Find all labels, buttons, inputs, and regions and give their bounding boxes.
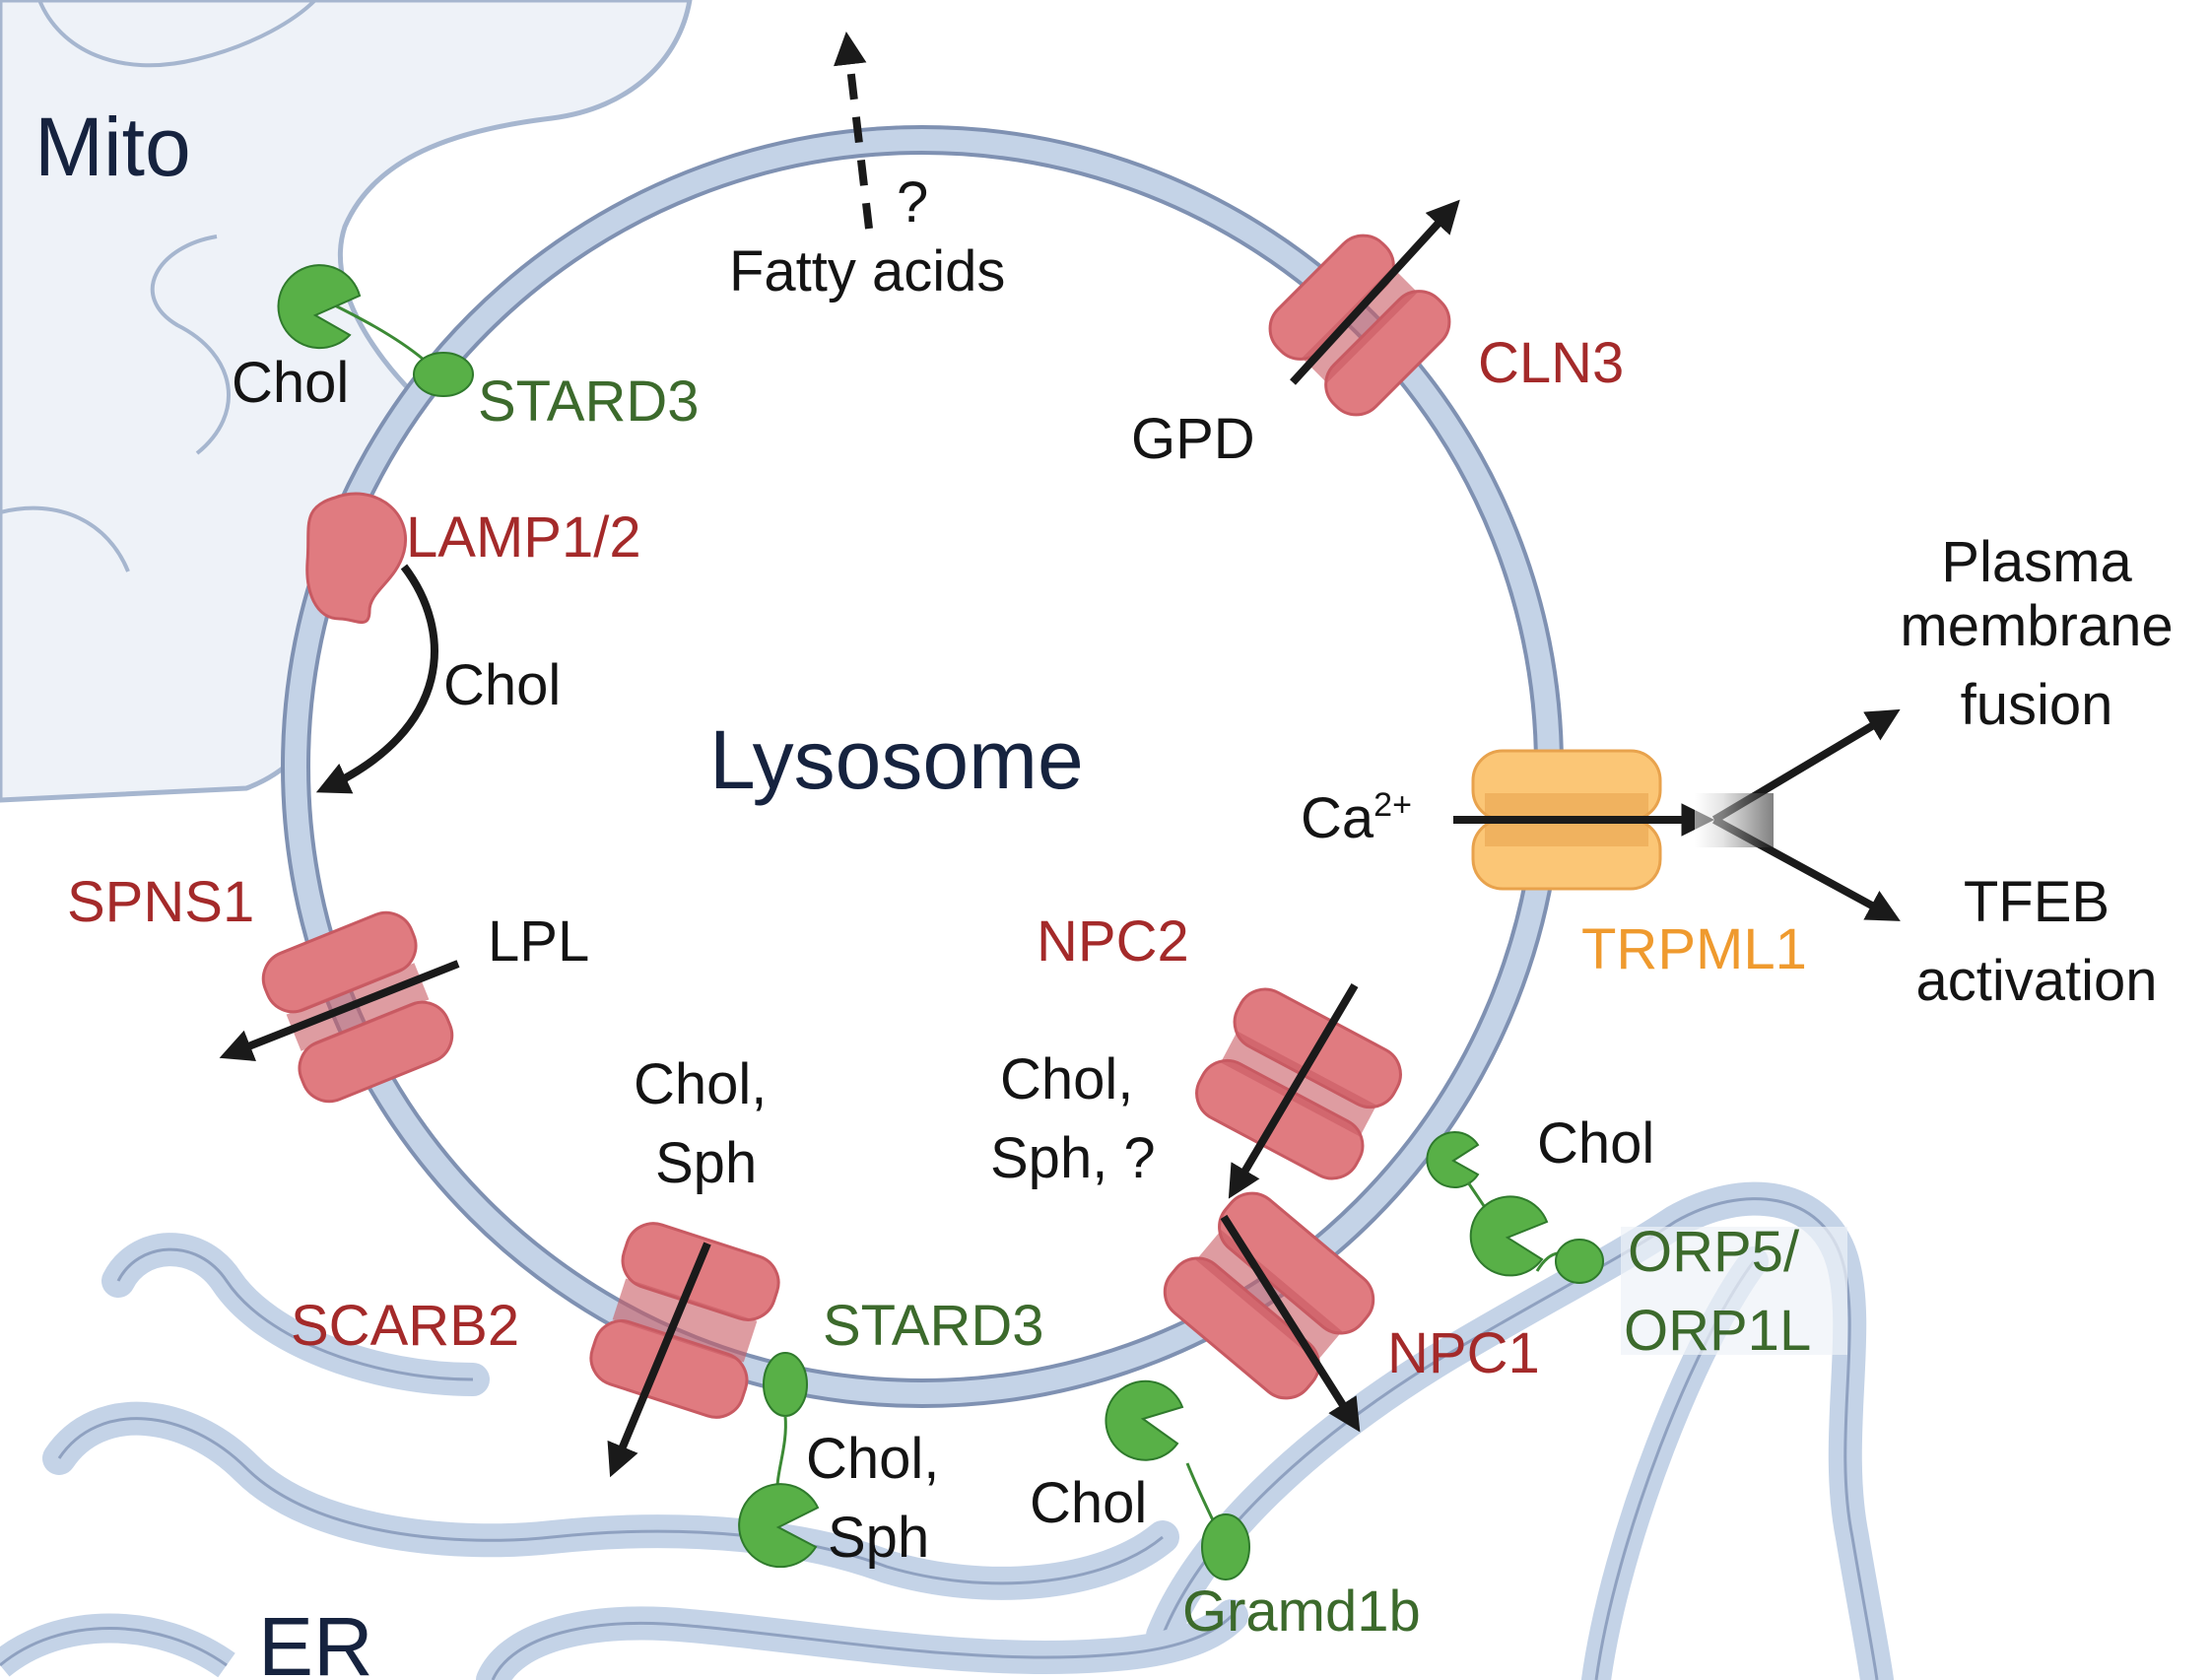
tfeb-line1: TFEB [1964,870,2110,934]
cln3-label: CLN3 [1478,331,1624,395]
stard3-chol-label: Chol, [806,1427,939,1491]
stard3-er-tether: STARD3 Chol, Sph [738,1294,1044,1570]
gramd1b-label: Gramd1b [1182,1579,1421,1644]
npc-sph-label: Sph, ? [990,1126,1156,1190]
orp-chol-label: Chol [1537,1111,1654,1176]
chol-lamp-label: Chol [443,653,561,717]
scarb2-transporter [589,1222,780,1419]
fatty-acid-export: ? Fatty acids [729,31,1005,303]
er-label: ER [258,1600,373,1680]
mito-label: Mito [34,101,191,193]
scarb2-chol-label: Chol, [634,1052,767,1116]
small-domain-icon [1426,1131,1480,1188]
spns1-label: SPNS1 [67,870,254,934]
ca-base: Ca [1301,786,1374,850]
scarb2-arrow [607,1242,711,1478]
lamp-label: LAMP1/2 [406,505,641,570]
npc2-label: NPC2 [1037,909,1189,974]
gpd-label: GPD [1131,407,1255,471]
tether-line [1185,1462,1216,1523]
stard3-bottom-label: STARD3 [823,1294,1044,1358]
lamp-chol-arrow [315,564,438,794]
npc-chol-label: Chol, [1000,1047,1133,1111]
npc1-label: NPC1 [1387,1321,1540,1385]
orp1l-label: ORP1L [1624,1299,1811,1363]
stard3-mito-tether: Chol STARD3 [232,264,700,434]
arrow-fade [1695,793,1774,847]
pm-line2: membrane [1900,594,2173,658]
chol-mito-label: Chol [232,351,349,415]
ca-label: Ca2+ [1301,786,1412,850]
orp5-label: ORP5/ [1628,1220,1800,1284]
pm-line3: fusion [1961,673,2113,737]
question-mark: ? [897,170,928,235]
gramd1b-tether: Chol Gramd1b [1030,1379,1421,1644]
lamp-protein: LAMP1/2 Chol [305,492,641,794]
trpml1-label: TRPML1 [1581,917,1807,981]
orp-tether: Chol ORP5/ ORP1L [1426,1111,1847,1363]
anchor-domain-icon [763,1352,808,1417]
orp-label-highlight [1621,1227,1847,1355]
spns1-arrow [219,960,460,1061]
stard3-sph-label: Sph [828,1506,929,1570]
lysosome-label: Lysosome [709,713,1084,806]
fatty-acids-label: Fatty acids [729,239,1005,303]
start-domain-icon [277,264,362,350]
anchor-domain-icon [413,352,474,397]
stard3-top-label: STARD3 [478,370,700,434]
cln3-arrow [1290,199,1460,385]
gramd-chol-label: Chol [1030,1471,1147,1535]
dashed-arrow [834,31,873,230]
start-domain-icon [1105,1379,1184,1461]
npc1-arrow [1220,1214,1361,1433]
start-domain-icon [1469,1195,1549,1277]
lamp-icon [305,492,407,624]
pm-line1: Plasma [1941,530,2132,594]
spns1-transporter [261,910,454,1104]
tfeb-line2: activation [1915,949,2157,1013]
anchor-domain-icon [1201,1513,1250,1580]
anchor-domain-icon [1555,1239,1604,1284]
scarb2-sph-label: Sph [655,1131,757,1195]
start-domain-icon [738,1483,820,1569]
trpml1-channel [1471,749,1662,891]
scarb2-label: SCARB2 [291,1294,519,1358]
npc2-arrow [1228,982,1359,1199]
ca-superscript: 2+ [1374,786,1412,824]
lpl-label: LPL [488,909,589,974]
